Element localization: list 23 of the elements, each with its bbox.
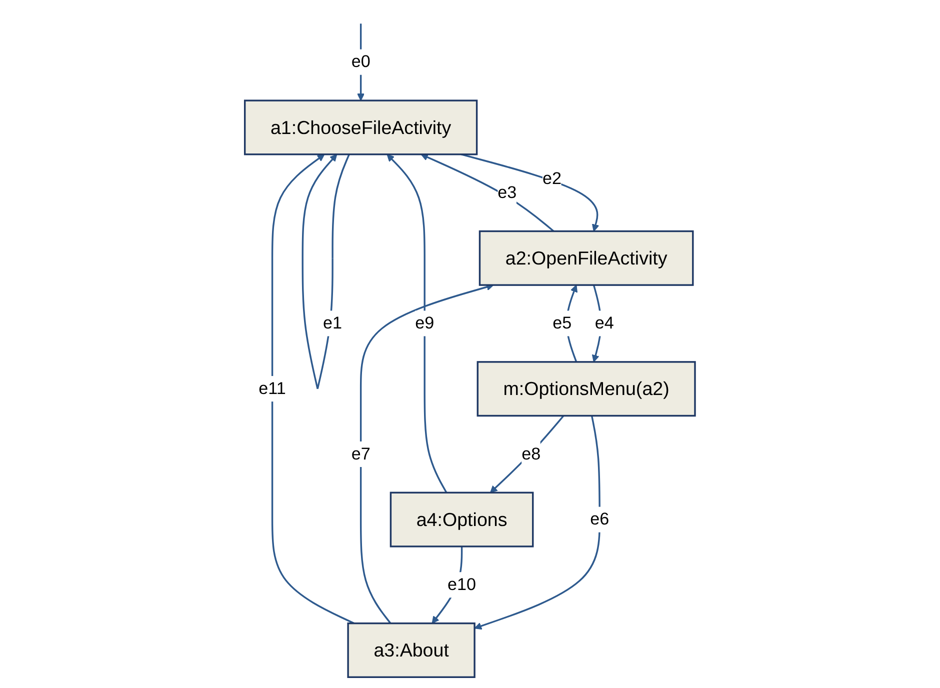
node-box: a2:OpenFileActivity [478, 230, 694, 286]
node-box: m:OptionsMenu(a2) [476, 361, 696, 417]
node-box: a3:About [347, 622, 476, 678]
arrow [272, 154, 354, 624]
node-box: a1:ChooseFileActivity [244, 100, 478, 156]
arrow [386, 154, 448, 494]
arrow [460, 154, 600, 232]
edge-label: e7 [351, 444, 370, 464]
edge-label: e3 [498, 183, 517, 202]
edge-label: e9 [415, 314, 434, 333]
edge-label: e11 [258, 379, 286, 398]
edge-label: e8 [522, 444, 541, 464]
arrow [490, 415, 564, 493]
edge-label: e5 [552, 314, 572, 333]
arrow [420, 154, 554, 232]
edge-label: e2 [542, 169, 562, 188]
arrow [474, 416, 601, 630]
edge-label: e10 [448, 575, 476, 594]
edge-label: e1 [323, 314, 342, 333]
edge-label: e6 [590, 510, 610, 529]
edge-label: e0 [351, 52, 370, 72]
edge-label: e4 [594, 314, 614, 333]
node-box: a4:Options [390, 492, 534, 548]
